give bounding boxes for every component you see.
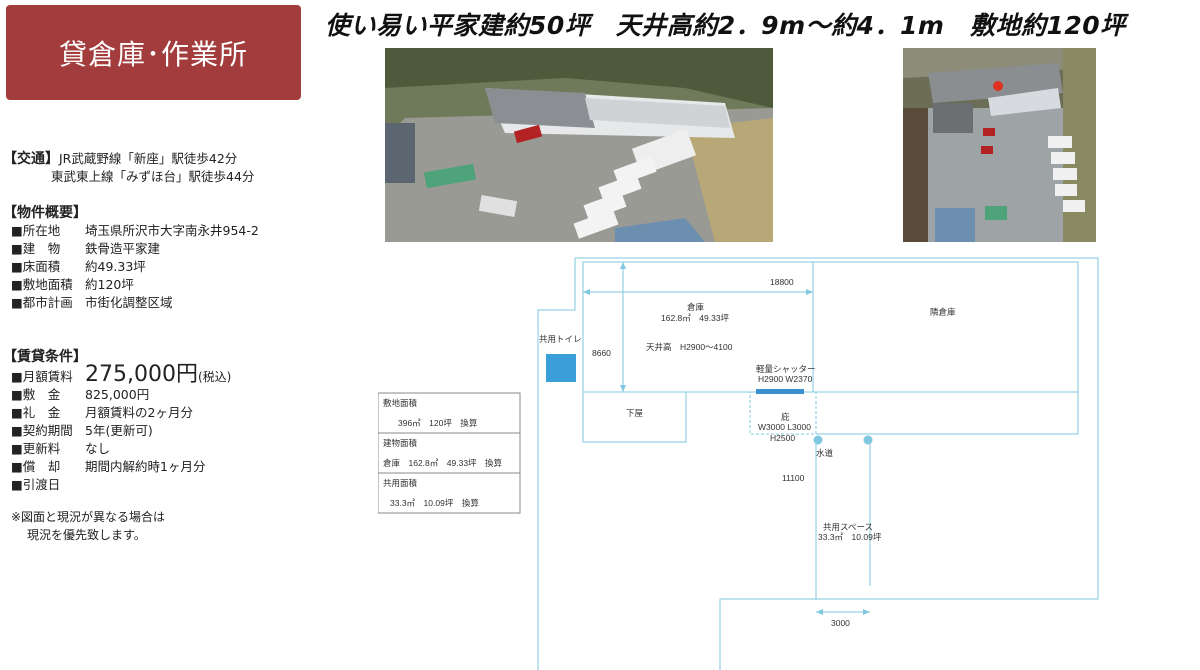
water-label: 水道 <box>816 448 834 458</box>
floor-plan: 18800 8660 11100 3000 倉庫 162.8㎡ 49.33坪 天… <box>377 250 1200 670</box>
info-row-value: 期間内解約時1ヶ月分 <box>85 459 206 474</box>
rent-tax: (税込) <box>197 370 232 384</box>
overview-heading: 【物件概要】 <box>3 205 87 221</box>
note-line-2: 現況を優先致します。 <box>27 528 146 542</box>
info-row: ■引渡日 <box>3 476 373 494</box>
info-row-value: 5年(更新可) <box>85 423 153 438</box>
info-row-label: ■契約期間 <box>11 423 73 438</box>
info-row-label: ■敷 金 <box>11 387 61 402</box>
info-row-value: 鉄骨造平家建 <box>85 241 161 256</box>
shared-space-label: 共用スペース <box>823 522 873 532</box>
info-row: ■敷 金 825,000円 <box>3 386 373 404</box>
info-row-value: 月額賃料の2ヶ月分 <box>85 405 193 420</box>
info-row: ■都市計画市街化調整区域 <box>3 294 373 312</box>
info-row: ■更新料 なし <box>3 440 373 458</box>
disclaimer-note: ※図面と現況が異なる場合は 現況を優先致します。 <box>3 508 373 544</box>
lease-heading: 【賃貸条件】 <box>3 349 87 365</box>
info-row-value <box>85 476 373 494</box>
dim-lane-width-text: 3000 <box>831 618 850 628</box>
info-row-label: ■所在地 <box>11 223 61 238</box>
canopy-size-1: W3000 L3000 <box>758 422 811 432</box>
site-boundary <box>575 257 1099 670</box>
shutter-size: H2900 W2370 <box>758 374 813 384</box>
warehouse-area: 162.8㎡ 49.33坪 <box>661 313 730 323</box>
info-row-label: ■建 物 <box>11 241 61 256</box>
shared-area-value: 33.3㎡ 10.09坪 換算 <box>390 498 479 508</box>
rent-row: ■月額賃料 275,000円(税込) <box>3 364 373 386</box>
info-row-value: 約120坪 <box>85 277 134 292</box>
site-area-value: 396㎡ 120坪 換算 <box>398 418 478 428</box>
info-row-value: 約49.33坪 <box>85 259 146 274</box>
overview-section: 【物件概要】 ■所在地 埼玉県所沢市大字南永井954-2 ■建 物 鉄骨造平家建 ■床面… <box>3 204 373 312</box>
shed-label: 下屋 <box>626 408 644 418</box>
info-row-value: 市街化調整区域 <box>85 295 173 310</box>
neighbor-label: 隣倉庫 <box>930 307 956 317</box>
info-row-label: ■礼 金 <box>11 405 61 420</box>
building-area-label: 建物面積 <box>383 438 418 448</box>
info-row-label: ■敷地面積 <box>11 277 73 292</box>
toilet-box <box>546 354 576 382</box>
rent-value: 275,000円 <box>85 362 198 387</box>
shed-outline <box>582 391 687 443</box>
ceiling-height: 天井高 H2900～4100 <box>646 342 733 352</box>
access-line-1: JR武蔵野線「新座」駅徒歩42分 <box>59 151 238 166</box>
info-row-label: ■床面積 <box>11 259 61 274</box>
info-row: ■契約期間 5年(更新可) <box>3 422 373 440</box>
info-row-label: ■償 却 <box>11 459 61 474</box>
info-row-value: 825,000円 <box>85 387 150 402</box>
note-line-1: ※図面と現況が異なる場合は <box>11 510 166 524</box>
rent-label: ■月額賃料 <box>11 369 73 384</box>
dim-lane-text: 11100 <box>782 473 805 483</box>
floor-plan-drawing: 18800 8660 11100 3000 倉庫 162.8㎡ 49.33坪 天… <box>377 257 1099 670</box>
aerial-photo-main <box>385 48 773 242</box>
title-badge-text: 貸倉庫･作業所 <box>58 37 248 71</box>
shared-area-label: 共用面積 <box>383 478 418 488</box>
canopy-label: 庇 <box>781 412 790 422</box>
info-row: ■敷地面積約120坪 <box>3 276 373 294</box>
warehouse-label: 倉庫 <box>687 302 705 312</box>
shutter-bar <box>756 389 804 394</box>
info-row-label: ■更新料 <box>11 441 61 456</box>
toilet-label: 共用トイレ <box>539 334 582 344</box>
canopy-size-2: H2500 <box>770 433 795 443</box>
water-tap-1 <box>813 435 823 445</box>
dim-depth-text: 8660 <box>592 348 611 358</box>
aerial-photo-icon <box>903 48 1096 242</box>
info-row: ■礼 金 月額賃料の2ヶ月分 <box>3 404 373 422</box>
title-badge: 貸倉庫･作業所 <box>6 5 301 100</box>
building-area-value: 倉庫 162.8㎡ 49.33坪 換算 <box>383 458 503 468</box>
info-row: ■償 却 期間内解約時1ヶ月分 <box>3 458 373 476</box>
property-info: 【交通】JR武蔵野線「新座」駅徒歩42分 東武東上線「みずほ台」駅徒歩44分 【… <box>3 150 373 544</box>
access-section: 【交通】JR武蔵野線「新座」駅徒歩42分 東武東上線「みずほ台」駅徒歩44分 <box>3 150 373 186</box>
aerial-photo-top <box>903 48 1096 242</box>
headline: 使い易い平家建約50坪 天井高約2．9m～約4．1m 敷地約120坪 <box>325 11 1126 40</box>
shutter-label: 軽量シャッター <box>756 364 816 374</box>
access-heading: 【交通】 <box>3 151 59 167</box>
info-row: ■建 物 鉄骨造平家建 <box>3 240 373 258</box>
access-line-2: 東武東上線「みずほ台」駅徒歩44分 <box>51 169 255 184</box>
lease-section: 【賃貸条件】 ■月額賃料 275,000円(税込) ■敷 金 825,000円 ■礼… <box>3 348 373 494</box>
neighbor-outline <box>812 261 1079 393</box>
info-row-value: なし <box>85 441 111 456</box>
info-row-label: ■引渡日 <box>11 477 61 492</box>
area-table <box>377 392 521 514</box>
info-row-value: 埼玉県所沢市大字南永井954-2 <box>85 223 259 238</box>
info-row: ■所在地 埼玉県所沢市大字南永井954-2 <box>3 222 373 240</box>
aerial-photo-icon <box>385 48 773 242</box>
water-tap-2 <box>863 435 873 445</box>
info-row: ■床面積 約49.33坪 <box>3 258 373 276</box>
site-boundary-left <box>537 258 576 670</box>
shared-space-area: 33.3㎡ 10.09坪 <box>818 532 882 542</box>
dim-width-text: 18800 <box>770 277 794 287</box>
site-area-label: 敷地面積 <box>383 398 418 408</box>
info-row-label: ■都市計画 <box>11 295 73 310</box>
